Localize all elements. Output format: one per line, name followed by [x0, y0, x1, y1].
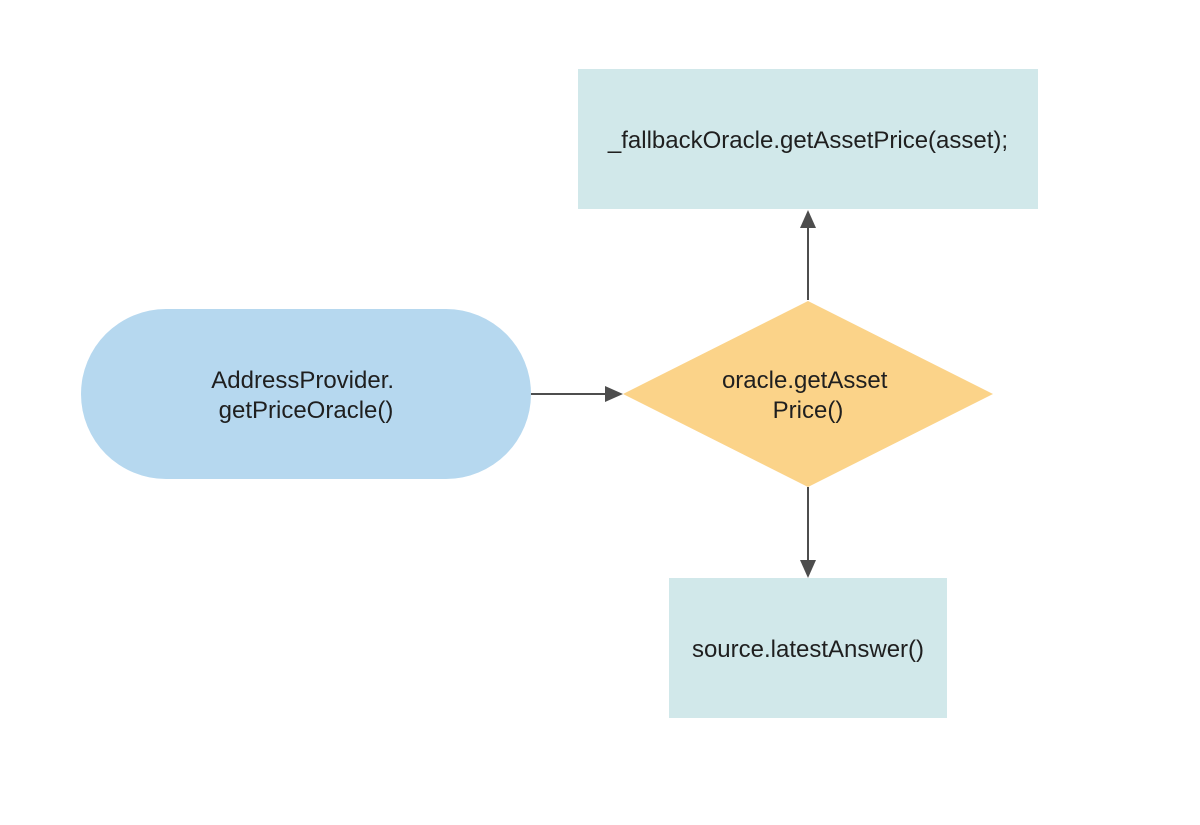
decision-node-shape — [623, 301, 993, 487]
start-node-line-1: AddressProvider. — [211, 367, 394, 394]
edges — [531, 210, 816, 578]
fallback-node: _fallbackOracle.getAssetPrice(asset); — [578, 69, 1038, 209]
arrowhead-up — [800, 210, 816, 228]
decision-node: oracle.getAsset Price() — [623, 301, 993, 487]
fallback-node-label: _fallbackOracle.getAssetPrice(asset); — [607, 127, 1008, 154]
arrowhead-right — [605, 386, 623, 402]
arrowhead-down — [800, 560, 816, 578]
source-node: source.latestAnswer() — [669, 578, 947, 718]
decision-node-line-1: oracle.getAsset — [722, 367, 888, 394]
fallback-node-shape — [578, 69, 1038, 209]
source-node-shape — [669, 578, 947, 718]
decision-node-line-2: Price() — [773, 397, 844, 424]
start-node-text: AddressProvider. getPriceOracle() — [211, 367, 400, 424]
source-node-label: source.latestAnswer() — [692, 636, 924, 663]
decision-node-text: oracle.getAsset Price() — [722, 367, 894, 424]
start-node-shape — [81, 309, 531, 479]
start-node-line-2: getPriceOracle() — [219, 397, 394, 424]
start-node: AddressProvider. getPriceOracle() — [81, 309, 531, 479]
